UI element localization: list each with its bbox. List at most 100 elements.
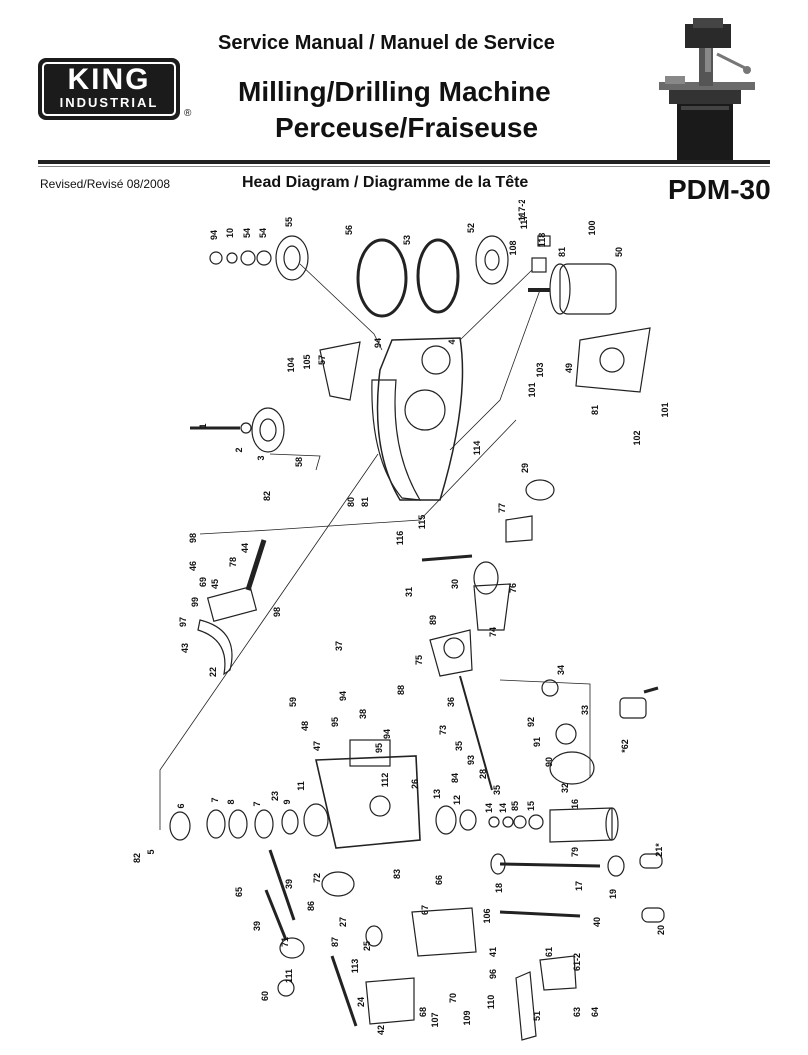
part-callout-124: 24 [356, 997, 366, 1007]
part-callout-34: 81 [360, 497, 370, 507]
title-french: Perceuse/Fraiseuse [275, 112, 539, 143]
part-callout-37: 116 [395, 531, 405, 546]
part-callout-53: 37 [334, 641, 344, 651]
part-callout-107: 19 [608, 889, 618, 899]
part-callout-31: 29 [520, 463, 530, 473]
part-callout-42: 69 [198, 577, 208, 587]
part-callout-128: 107 [430, 1012, 440, 1027]
part-callout-122: 96 [488, 969, 498, 979]
part-callout-39: 44 [240, 543, 250, 553]
part-callout-66: 94 [382, 729, 392, 739]
machine-illustration [659, 18, 755, 162]
part-callout-88: 9 [282, 799, 292, 804]
king-industrial-logo: KING INDUSTRIAL [38, 58, 180, 120]
part-callout-19: 57 [317, 355, 327, 365]
part-callout-82: 23 [270, 791, 280, 801]
part-callout-2: 54 [242, 228, 252, 238]
service-manual-heading: Service Manual / Manuel de Service [218, 32, 555, 54]
part-callout-36: 115 [417, 515, 427, 530]
part-callout-108: 27 [338, 917, 348, 927]
part-callout-106: 17 [574, 881, 584, 891]
part-callout-40: 46 [188, 561, 198, 571]
part-callout-20: 103 [535, 362, 545, 377]
part-callout-87: 7 [252, 801, 262, 806]
logo-brand: KING [67, 63, 151, 96]
part-callout-104: 65 [234, 887, 244, 897]
part-callout-8: 108 [508, 240, 518, 255]
part-callout-102: 39 [284, 879, 294, 889]
part-callout-58: 88 [396, 685, 406, 695]
part-callout-45: 30 [450, 579, 460, 589]
part-callout-79: 84 [450, 773, 460, 783]
part-callout-12: 100 [587, 220, 597, 235]
part-callout-28: 3 [256, 455, 266, 460]
part-callout-35: 77 [497, 503, 507, 513]
part-callout-24: 101 [660, 402, 670, 417]
part-callout-7: 52 [466, 223, 476, 233]
part-callout-56: 22 [208, 667, 218, 677]
part-callout-29: 58 [294, 457, 304, 467]
part-callout-81: 32 [560, 783, 570, 793]
title-english: Milling/Drilling Machine [238, 76, 551, 107]
part-callout-71: *62 [620, 739, 630, 753]
part-callout-131: 63 [572, 1007, 582, 1017]
part-callout-50: 89 [428, 615, 438, 625]
part-callout-112: 20 [656, 925, 666, 935]
part-callout-85: 7 [210, 797, 220, 802]
part-callout-38: 98 [188, 533, 198, 543]
part-callout-121: 111 [284, 969, 294, 983]
part-callout-91: 14 [498, 803, 508, 813]
part-callout-77: 11 [296, 781, 306, 791]
part-callout-52: 43 [180, 643, 190, 653]
part-callout-33: 80 [346, 497, 356, 507]
part-callout-23: 81 [590, 405, 600, 415]
part-callout-125: 70 [448, 993, 458, 1003]
part-callout-130: 51 [532, 1011, 542, 1021]
part-callout-62: 33 [580, 705, 590, 715]
header-rule-thin [38, 166, 770, 167]
part-callout-69: 95 [374, 743, 384, 753]
part-callout-123: 60 [260, 991, 270, 1001]
part-callout-126: 110 [486, 995, 496, 1010]
part-callout-17: 104 [286, 357, 296, 372]
part-callout-101: 72 [312, 873, 322, 883]
part-callout-99: 79 [570, 847, 580, 857]
part-callout-72: 35 [454, 741, 464, 751]
part-callout-11: 118 [537, 233, 547, 248]
part-callout-109: 67 [420, 905, 430, 915]
part-callout-118: 41 [488, 947, 498, 957]
part-callout-10: 117-2 [517, 200, 527, 221]
part-callout-5: 56 [344, 225, 354, 235]
part-callout-13: 81 [557, 247, 567, 257]
part-callout-60: 38 [358, 709, 368, 719]
registered-mark: ® [184, 108, 192, 119]
header-rule [38, 160, 770, 164]
part-callout-97: 83 [392, 869, 402, 879]
part-callout-55: 34 [556, 665, 566, 675]
part-callout-26: 1 [198, 423, 208, 428]
part-callout-75: 112 [380, 773, 390, 788]
part-callout-48: 97 [178, 617, 188, 627]
part-callout-51: 74 [488, 627, 498, 637]
part-callout-70: 91 [532, 737, 542, 747]
diagram-leaders [159, 263, 591, 830]
part-callout-44: 31 [404, 587, 414, 597]
part-callout-98: 66 [434, 875, 444, 885]
part-callout-133: 42 [376, 1025, 386, 1035]
part-callout-92: 85 [510, 801, 520, 811]
part-callout-30: 114 [472, 441, 482, 456]
part-callout-57: 59 [288, 697, 298, 707]
part-callout-67: 73 [438, 725, 448, 735]
part-callout-1: 10 [225, 228, 235, 238]
part-callout-127: 68 [418, 1007, 428, 1017]
part-callout-84: 12 [452, 795, 462, 805]
part-callout-14: 50 [614, 247, 624, 257]
part-callout-111: 40 [592, 917, 602, 927]
part-callout-83: 13 [432, 789, 442, 799]
part-callout-59: 94 [338, 691, 348, 701]
revised-date: Revised/Revisé 08/2008 [40, 177, 171, 191]
part-callout-90: 14 [484, 803, 494, 813]
part-callout-3: 54 [258, 228, 268, 238]
